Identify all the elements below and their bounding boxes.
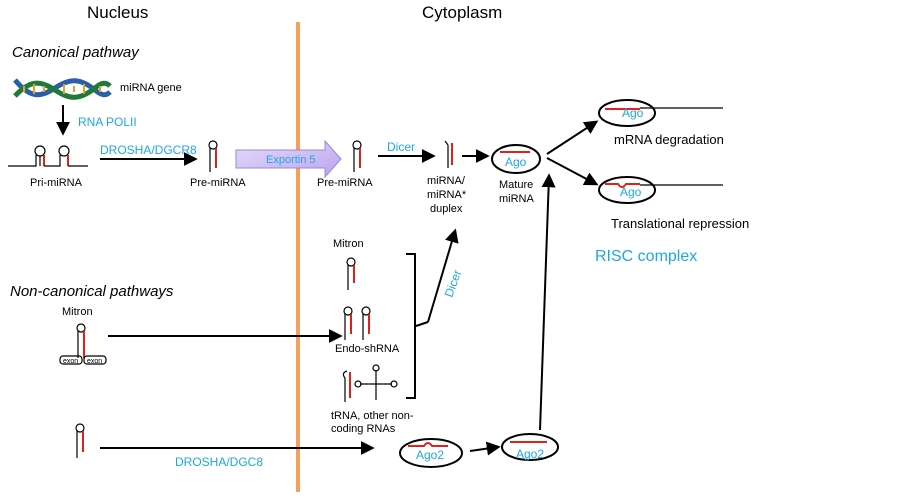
trna-label-line2: coding RNAs (331, 423, 396, 435)
rna-polii-label: RNA POLII (78, 115, 137, 129)
non-canonical-pathway-title: Non-canonical pathways (10, 283, 174, 300)
duplex-label-line1: miRNA/ (427, 175, 466, 187)
mature-mirna-label-line2: miRNA (499, 193, 534, 205)
duplex-label-line2: miRNA* (427, 189, 467, 201)
trna-label-line1: tRNA, other non- (331, 410, 414, 422)
ago2-complex-first (399, 438, 463, 468)
dicer-top-label: Dicer (387, 140, 415, 154)
pre-mirna-nucleus-label: Pre-miRNA (190, 177, 246, 189)
mitron-nucleus-icon (59, 323, 107, 365)
repression-ago-label: Ago (620, 185, 642, 199)
nucleus-header: Nucleus (87, 3, 148, 22)
exon-right-label: exon (87, 358, 102, 365)
ago2-second-label: Ago2 (516, 447, 544, 461)
repression-ago-complex (598, 176, 656, 204)
degradation-ago-label: Ago (622, 106, 644, 120)
cytoplasm-header: Cytoplasm (422, 3, 502, 22)
pre-mirna-cyto-label: Pre-miRNA (317, 177, 373, 189)
ago2-processing-arrow (469, 441, 501, 456)
ago2-first-label: Ago2 (416, 448, 444, 462)
to-degradation-arrow (546, 120, 599, 155)
pri-mirna-label: Pri-miRNA (30, 177, 83, 189)
non-canonical-bracket (406, 253, 416, 399)
exportin5-arrow (235, 139, 342, 179)
to-repression-arrow (546, 157, 599, 186)
nuclear-membrane (296, 22, 300, 492)
mature-ago-complex (491, 144, 541, 174)
ago2-complex-second (501, 433, 559, 461)
canonical-pathway-title: Canonical pathway (12, 44, 140, 61)
exportin5-label: Exportin 5 (266, 154, 316, 166)
ago2-to-mature-arrow (539, 173, 556, 431)
pri-mirna-hairpins-icon (8, 145, 88, 167)
mitron-cyto-label: Mitron (333, 238, 364, 250)
drosha-dgc8-label: DROSHA/DGC8 (175, 455, 263, 469)
risc-complex-label: RISC complex (595, 248, 697, 265)
mirna-gene-label: miRNA gene (120, 82, 182, 94)
dicer-side-label: Dicer (442, 268, 465, 299)
mitron-cyto-icon (346, 257, 356, 290)
mature-mirna-label-line1: Mature (499, 179, 533, 191)
drosha-independent-hairpin-icon (75, 423, 85, 458)
pre-mirna-cyto-icon (352, 140, 362, 172)
translational-repression-label: Translational repression (611, 216, 749, 231)
dicer-side-arrow (415, 321, 429, 327)
mrna-degradation-label: mRNA degradation (614, 132, 724, 147)
mature-ago-label: Ago (505, 155, 527, 169)
endo-shrna-label: Endo-shRNA (335, 343, 400, 355)
degradation-ago-complex (598, 99, 656, 127)
pre-mirna-nucleus-icon (208, 140, 218, 172)
exon-left-label: exon (63, 358, 78, 365)
mitron-nucleus-label: Mitron (62, 306, 93, 318)
mirna-duplex-icon (444, 140, 453, 168)
trna-icon (342, 364, 398, 402)
drosha-dgcr8-label: DROSHA/DGCR8 (100, 143, 197, 157)
dna-helix-icon (13, 78, 112, 100)
duplex-label-line3: duplex (430, 203, 463, 215)
endo-shrna-icon (343, 306, 371, 340)
